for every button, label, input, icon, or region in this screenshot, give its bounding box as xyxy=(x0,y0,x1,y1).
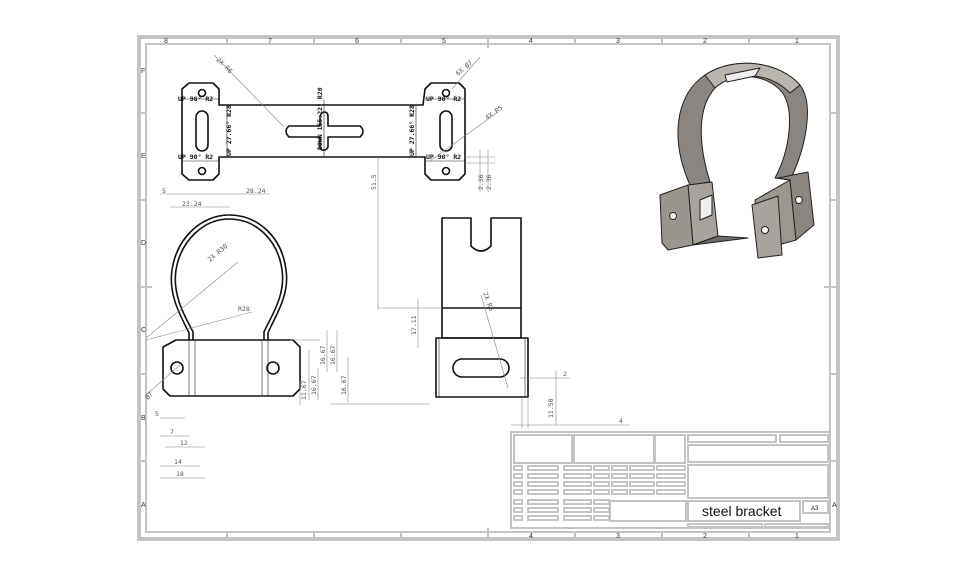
dimension: 5 xyxy=(162,187,166,195)
callout-4x-r5: 4X R5 xyxy=(484,104,505,122)
dimension: 7 xyxy=(170,428,174,436)
zone-label: 4 xyxy=(529,38,533,45)
dimension: 2 xyxy=(563,370,567,378)
zone-label: 2 xyxy=(703,533,707,540)
zone-label: C xyxy=(141,327,146,334)
zone-label: 3 xyxy=(616,533,620,540)
dimension: 2.36 xyxy=(477,174,485,190)
zone-label: F xyxy=(141,68,145,75)
isometric-view xyxy=(659,62,815,259)
zone-label: E xyxy=(141,153,146,160)
dimension: 51.5 xyxy=(370,174,378,190)
zone-label: 1 xyxy=(795,38,799,45)
zone-label: 4 xyxy=(529,533,533,540)
zone-label: 5 xyxy=(442,38,446,45)
zone-label: 3 xyxy=(616,38,620,45)
bend-note: UP 90° R2 xyxy=(178,95,213,103)
bend-note: UP 90° R2 xyxy=(426,153,461,161)
dimension: 11.67 xyxy=(300,380,308,400)
zone-label: 1 xyxy=(795,533,799,540)
flat-pattern-view: 2X R6 6X Ø7 4X R5 UP 90° R2 UP 90° R2 UP… xyxy=(160,54,505,310)
dimension: 4 xyxy=(619,417,623,425)
dimension: 23.24 xyxy=(182,200,202,208)
dimension: 16.67 xyxy=(340,375,348,395)
zone-label: 7 xyxy=(268,38,272,45)
dimension: 14 xyxy=(174,458,182,466)
callout-2x-r30: 2X R30 xyxy=(206,242,229,263)
zone-label: A xyxy=(141,502,146,509)
sheet-size: A3 xyxy=(811,506,819,512)
column-zone-labels-bottom: 4 3 2 1 xyxy=(529,533,799,540)
side-view: 51.5 17.11 2X R5 2 11.50 4 xyxy=(370,174,630,428)
bend-note: UP 90° R2 xyxy=(178,153,213,161)
dimension: 17.11 xyxy=(410,315,418,335)
dimension: 11.50 xyxy=(547,398,555,418)
zone-label: 2 xyxy=(703,38,707,45)
title-block: steel bracket A3 xyxy=(510,431,831,529)
row-zone-labels: F E D C B A A xyxy=(141,68,837,509)
callout-2x-r5: 2X R5 xyxy=(481,291,495,312)
dimension: 5 xyxy=(155,410,159,418)
bend-note: UP 27.66° R28 xyxy=(225,105,233,156)
zone-dividers xyxy=(139,37,838,539)
dimension: 28.24 xyxy=(246,187,266,195)
zone-label: A xyxy=(832,502,837,509)
bend-note: UP 90° R2 xyxy=(426,95,461,103)
zone-label: 6 xyxy=(355,38,359,45)
zone-label: 8 xyxy=(164,38,168,45)
callout-2x-r6: 2X R6 xyxy=(215,56,235,76)
dimension: 16.67 xyxy=(329,345,337,365)
dimension: 12 xyxy=(180,439,188,447)
zone-label: B xyxy=(141,415,146,422)
bend-note: UP 27.66° R28 xyxy=(408,105,416,156)
callout-hole-diameter: Ø7 xyxy=(143,390,154,401)
dimension: 16.67 xyxy=(310,375,318,395)
dimension: 18 xyxy=(176,470,184,478)
callout-r28: R28 xyxy=(238,305,250,313)
dimension: 16.67 xyxy=(319,345,327,365)
zone-label: D xyxy=(141,240,146,247)
bend-note: DOWN 155.22° R20 xyxy=(316,87,324,150)
front-view: 2X R30 R28 Ø7 5 7 12 14 18 16.67 16.67 1… xyxy=(143,214,430,479)
column-zone-labels-top: 8 7 6 5 4 3 2 1 xyxy=(164,38,799,45)
drawing-title: steel bracket xyxy=(702,503,781,519)
dimension: 2.36 xyxy=(485,174,493,190)
